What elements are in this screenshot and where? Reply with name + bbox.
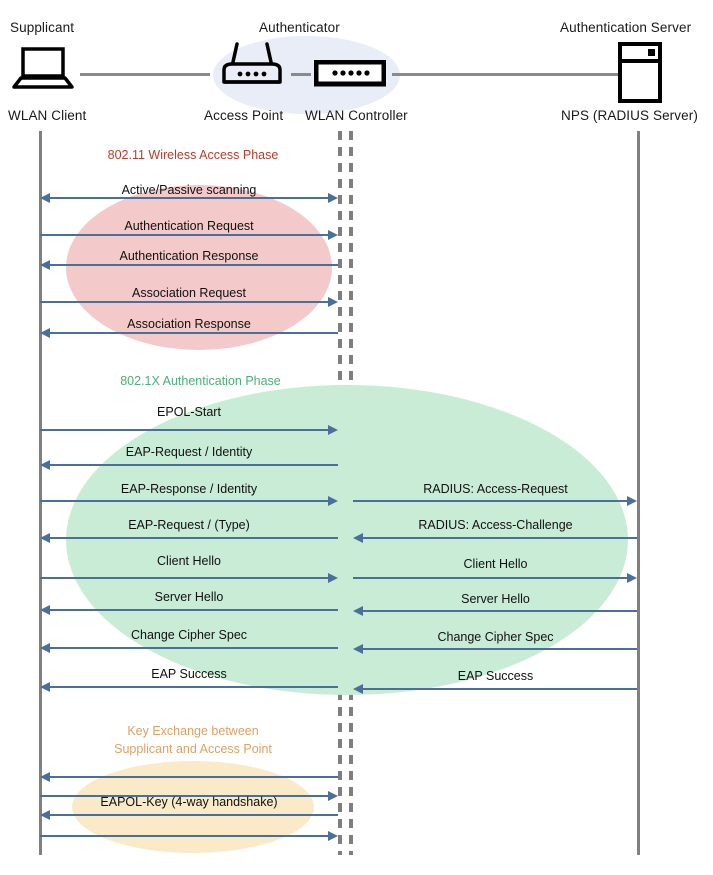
arrowhead-left-icon	[40, 682, 50, 692]
arrowhead-left-icon	[40, 328, 50, 338]
arrowhead-right-icon	[328, 230, 338, 240]
lifeline-supplicant	[39, 131, 42, 855]
message-arrow-line	[40, 429, 332, 431]
message-arrow-line	[40, 500, 332, 502]
message-arrow-line	[47, 647, 338, 649]
message-label: EAP-Request / (Type)	[128, 518, 250, 532]
arrowhead-right-icon	[627, 573, 637, 583]
phase-label-key-exchange-line1: Key Exchange between	[127, 724, 259, 738]
device-label-wlan-controller: WLAN Controller	[305, 108, 408, 123]
wire-ap-to-controller	[291, 73, 311, 76]
message-arrow-line	[353, 577, 630, 579]
message-arrow-line	[360, 688, 637, 690]
wire-client-to-ap	[80, 73, 210, 76]
wireless-access-point-icon	[214, 40, 290, 90]
arrowhead-right-icon	[328, 193, 338, 203]
arrowhead-left-icon	[353, 606, 363, 616]
arrowhead-left-icon	[40, 643, 50, 653]
device-label-access-point: Access Point	[204, 108, 284, 123]
server-rack-icon	[617, 42, 663, 104]
arrowhead-left-icon	[40, 260, 50, 270]
arrowhead-left-icon	[353, 533, 363, 543]
message-arrow-line	[47, 686, 338, 688]
laptop-icon	[12, 47, 74, 89]
phase-highlight-wireless-access	[66, 185, 332, 350]
arrowhead-left-icon	[40, 810, 50, 820]
phase-label-wireless-access: 802.11 Wireless Access Phase	[107, 148, 279, 162]
role-title-authentication-server: Authentication Server	[560, 20, 692, 35]
wire-controller-to-server	[392, 73, 619, 76]
message-label: Association Request	[132, 286, 246, 300]
message-label: Client Hello	[157, 554, 221, 568]
message-arrow-line	[47, 197, 332, 199]
message-label: Client Hello	[463, 557, 528, 571]
arrowhead-left-icon	[40, 605, 50, 615]
arrowhead-right-icon	[328, 297, 338, 307]
lifeline-authentication-server	[637, 131, 640, 855]
message-label: EAP Success	[457, 669, 534, 683]
message-arrow-line	[40, 795, 332, 797]
role-title-supplicant: Supplicant	[10, 20, 75, 35]
phase-label-key-exchange-line2: Supplicant and Access Point	[114, 742, 272, 756]
message-label: Active/Passive scanning	[121, 183, 257, 197]
message-label: EAP Success	[151, 667, 227, 681]
arrowhead-left-icon	[353, 684, 363, 694]
arrowhead-left-icon	[40, 460, 50, 470]
phase-highlight-8021x-authentication	[66, 385, 628, 695]
message-label: Server Hello	[154, 590, 224, 604]
message-arrow-line	[360, 610, 637, 612]
message-arrow-line	[47, 332, 338, 334]
message-arrow-line	[47, 814, 338, 816]
message-arrow-line	[47, 264, 338, 266]
message-arrow-line	[47, 776, 338, 778]
arrowhead-right-icon	[328, 425, 338, 435]
message-arrow-line	[47, 609, 338, 611]
arrowhead-right-icon	[328, 496, 338, 506]
message-arrow-line	[47, 464, 338, 466]
message-arrow-line	[353, 500, 630, 502]
message-label: Change Cipher Spec	[437, 630, 554, 644]
device-label-wlan-client: WLAN Client	[8, 108, 87, 123]
message-arrow-line	[40, 234, 332, 236]
arrowhead-right-icon	[328, 791, 338, 801]
role-title-authenticator: Authenticator	[259, 20, 340, 35]
message-arrow-line	[360, 648, 637, 650]
message-label: EAP-Request / Identity	[125, 445, 253, 459]
message-label: EAP-Response / Identity	[120, 482, 258, 496]
message-arrow-line	[40, 835, 332, 837]
message-label: Authentication Response	[119, 249, 259, 263]
device-label-nps-radius-server: NPS (RADIUS Server)	[561, 108, 698, 123]
message-arrow-line	[40, 577, 332, 579]
message-arrow-line	[360, 537, 637, 539]
message-label: RADIUS: Access-Challenge	[418, 518, 573, 532]
arrowhead-left-icon	[40, 533, 50, 543]
message-label: Server Hello	[461, 592, 530, 606]
phase-label-8021x-authentication: 802.1X Authentication Phase	[120, 374, 281, 388]
message-label: RADIUS: Access-Request	[423, 482, 568, 496]
message-label: EPOL-Start	[157, 405, 221, 419]
network-controller-icon	[313, 59, 387, 88]
arrowhead-right-icon	[328, 573, 338, 583]
message-arrow-line	[40, 301, 332, 303]
arrowhead-left-icon	[40, 193, 50, 203]
message-label: Authentication Request	[124, 219, 254, 233]
message-label: Change Cipher Spec	[130, 628, 248, 642]
message-label: EAPOL-Key (4-way handshake)	[100, 795, 278, 809]
arrowhead-right-icon	[627, 496, 637, 506]
arrowhead-right-icon	[328, 831, 338, 841]
message-arrow-line	[47, 537, 338, 539]
arrowhead-left-icon	[353, 644, 363, 654]
message-label: Association Response	[127, 317, 251, 331]
arrowhead-left-icon	[40, 772, 50, 782]
